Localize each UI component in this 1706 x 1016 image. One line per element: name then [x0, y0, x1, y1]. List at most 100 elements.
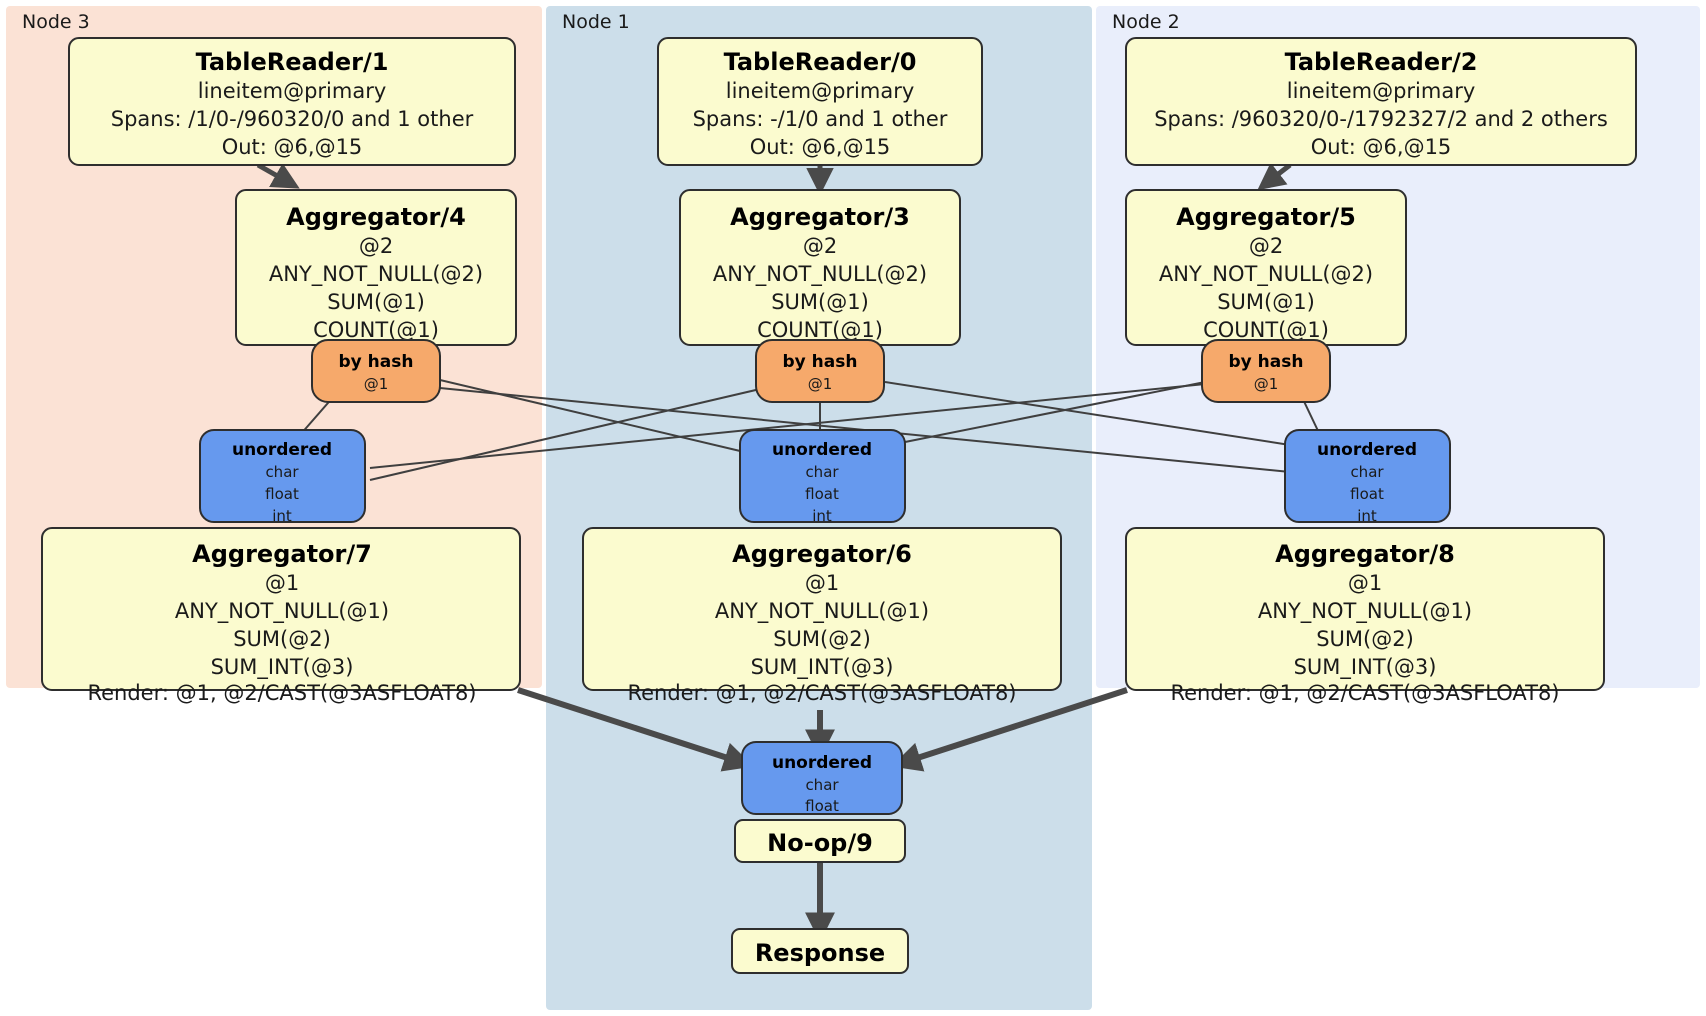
synchronizer-title: unordered [772, 753, 872, 773]
processor-line: @2 [359, 234, 393, 258]
processor-line: Out: @6,@15 [750, 135, 891, 159]
processor-title: TableReader/0 [724, 48, 917, 76]
processor-line: Out: @6,@15 [222, 135, 363, 159]
router-line: @1 [1254, 375, 1279, 393]
processor-line: SUM_INT(@3) [751, 655, 894, 680]
processor-line: Out: @6,@15 [1311, 135, 1452, 159]
processor-line: SUM(@1) [327, 290, 425, 314]
node-panel-label-node3: Node 3 [22, 11, 90, 33]
processor-aggregator7[interactable]: Aggregator/7 @1 ANY_NOT_NULL(@1) SUM(@2)… [41, 527, 521, 705]
edge-byhash-mid-to-unordered-left [369, 381, 791, 481]
processor-line-render: Render: @1, @2/CAST(@3ASFLOAT8) [1170, 681, 1559, 705]
processor-line: lineitem@primary [726, 79, 915, 103]
node-panel-node2 [1096, 6, 1700, 688]
processor-title: Response [755, 939, 885, 967]
edge-aggregator7-to-unordered-final [517, 687, 754, 772]
synchronizer-title: unordered [772, 440, 872, 460]
processor-line: @2 [803, 234, 837, 258]
processor-title: Aggregator/7 [192, 540, 372, 568]
processor-aggregator5[interactable]: Aggregator/5 @2 ANY_NOT_NULL(@2) SUM(@1)… [1125, 189, 1407, 346]
edge-byhash-mid-to-unordered-right [884, 381, 1291, 446]
synchronizer-line: int [1357, 507, 1377, 525]
synchronizer-title: unordered [1317, 440, 1417, 460]
processor-title: TableReader/1 [196, 48, 389, 76]
processor-aggregator6[interactable]: Aggregator/6 @1 ANY_NOT_NULL(@1) SUM(@2)… [582, 527, 1062, 705]
synchronizer-line: char [265, 463, 299, 481]
processor-line: SUM_INT(@3) [211, 655, 354, 680]
processor-line: Spans: /960320/0-/1792327/2 and 2 others [1154, 107, 1608, 131]
processor-line: COUNT(@1) [1203, 318, 1329, 342]
edge-byhash-right-to-unordered-left [369, 381, 1226, 469]
processor-aggregator4[interactable]: Aggregator/4 @2 ANY_NOT_NULL(@2) SUM(@1)… [235, 189, 517, 346]
processor-line: COUNT(@1) [757, 318, 883, 342]
processor-tablereader2[interactable]: TableReader/2 lineitem@primary Spans: /9… [1125, 37, 1637, 166]
synchronizer-line: float [805, 485, 839, 503]
synchronizer-unordered-mid[interactable]: unordered char float int [739, 429, 906, 525]
processor-line: COUNT(@1) [313, 318, 439, 342]
processor-line: ANY_NOT_NULL(@2) [269, 262, 483, 287]
processor-line: ANY_NOT_NULL(@2) [713, 262, 927, 287]
router-title: by hash [783, 352, 858, 372]
processor-line: Spans: /1/0-/960320/0 and 1 other [111, 107, 474, 131]
synchronizer-line: float [805, 797, 839, 815]
router-byhash-mid[interactable]: by hash @1 [755, 339, 885, 403]
processor-line: SUM(@1) [771, 290, 869, 314]
synchronizer-line: float [265, 485, 299, 503]
processor-title: Aggregator/5 [1176, 203, 1356, 231]
synchronizer-line: char [805, 463, 839, 481]
edge-tablereader1-aggregator4 [256, 162, 300, 189]
node-panel-node3 [6, 6, 542, 688]
processor-response[interactable]: Response [731, 928, 909, 974]
router-title: by hash [1229, 352, 1304, 372]
synchronizer-unordered-right[interactable]: unordered char float int [1284, 429, 1451, 525]
node-panel-label-node1: Node 1 [562, 11, 630, 33]
router-line: @1 [364, 375, 389, 393]
router-title: by hash [339, 352, 414, 372]
processor-line: lineitem@primary [1287, 79, 1476, 103]
processor-line: SUM_INT(@3) [1294, 655, 1437, 680]
synchronizer-line: char [1350, 463, 1384, 481]
synchronizer-line: int [272, 507, 292, 525]
router-byhash-left[interactable]: by hash @1 [311, 339, 441, 403]
edge-tablereader2-aggregator5 [1257, 162, 1292, 191]
processor-title: Aggregator/3 [730, 203, 910, 231]
processor-line: ANY_NOT_NULL(@1) [1258, 599, 1472, 624]
synchronizer-line: int [812, 507, 832, 525]
processor-line-render: Render: @1, @2/CAST(@3ASFLOAT8) [87, 681, 476, 705]
processor-noop9[interactable]: No-op/9 [734, 819, 906, 863]
synchronizer-unordered-left[interactable]: unordered char float int [199, 429, 366, 525]
processor-line: ANY_NOT_NULL(@2) [1159, 262, 1373, 287]
processor-aggregator3[interactable]: Aggregator/3 @2 ANY_NOT_NULL(@2) SUM(@1)… [679, 189, 961, 346]
processor-line: @1 [1348, 571, 1382, 595]
synchronizer-line: char [805, 776, 839, 794]
processor-line: Spans: -/1/0 and 1 other [693, 107, 948, 131]
processor-title: Aggregator/4 [286, 203, 466, 231]
processor-line: SUM(@2) [1316, 627, 1414, 651]
processor-tablereader0[interactable]: TableReader/0 lineitem@primary Spans: -/… [657, 37, 983, 166]
edge-aggregator8-to-unordered-final [891, 687, 1128, 772]
processor-title: Aggregator/6 [732, 540, 912, 568]
node-panel-label-node2: Node 2 [1112, 11, 1180, 33]
synchronizer-unordered-final[interactable]: unordered char float [741, 741, 903, 815]
synchronizer-title: unordered [232, 440, 332, 460]
processor-line: SUM(@1) [1217, 290, 1315, 314]
router-line: @1 [808, 375, 833, 393]
processor-line: @2 [1249, 234, 1283, 258]
processor-line: SUM(@2) [773, 627, 871, 651]
processor-line: SUM(@2) [233, 627, 331, 651]
processor-line: ANY_NOT_NULL(@1) [715, 599, 929, 624]
processor-line: ANY_NOT_NULL(@1) [175, 599, 389, 624]
processor-line: lineitem@primary [198, 79, 387, 103]
processor-tablereader1[interactable]: TableReader/1 lineitem@primary Spans: /1… [68, 37, 516, 166]
processor-title: TableReader/2 [1285, 48, 1478, 76]
router-byhash-right[interactable]: by hash @1 [1201, 339, 1331, 403]
processor-aggregator8[interactable]: Aggregator/8 @1 ANY_NOT_NULL(@1) SUM(@2)… [1125, 527, 1605, 705]
processor-line: @1 [265, 571, 299, 595]
processor-title: Aggregator/8 [1275, 540, 1455, 568]
synchronizer-line: float [1350, 485, 1384, 503]
processor-line-render: Render: @1, @2/CAST(@3ASFLOAT8) [627, 681, 1016, 705]
processor-line: @1 [805, 571, 839, 595]
processor-title: No-op/9 [767, 829, 873, 857]
